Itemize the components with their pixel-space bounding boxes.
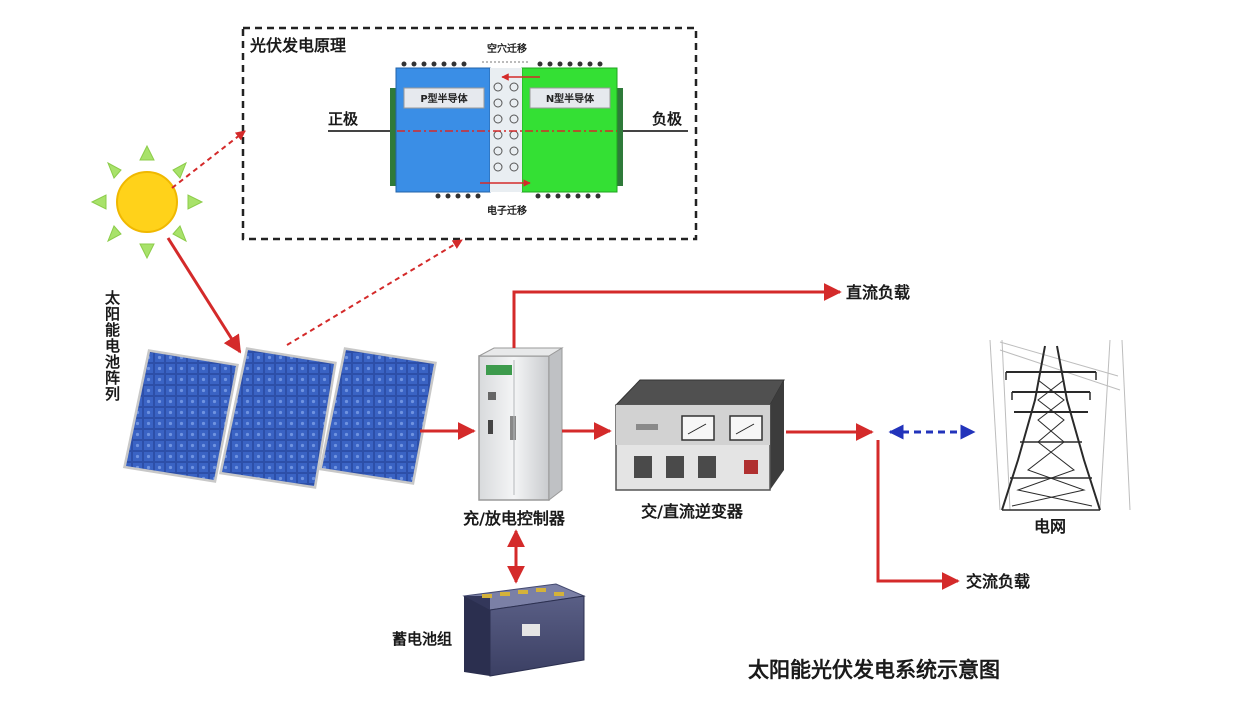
p-type-label: P型半导体 bbox=[420, 92, 468, 105]
positive-label: 正极 bbox=[328, 110, 359, 128]
panel-to-principle-arrow bbox=[286, 239, 463, 346]
to-ac-load-arrow bbox=[876, 440, 960, 590]
sun-to-principle-arrow bbox=[171, 130, 246, 189]
n-electrode bbox=[616, 88, 623, 186]
solar-panel-1 bbox=[123, 349, 239, 483]
diagram-caption: 太阳能光伏发电系统示意图 bbox=[748, 658, 1000, 682]
controller-to-dc-load-arrow bbox=[512, 283, 842, 348]
inverter-label: 交/直流逆变器 bbox=[641, 502, 744, 521]
grid-tower-icon bbox=[989, 339, 1131, 511]
p-type-semiconductor bbox=[395, 67, 491, 193]
sun-to-panels-arrow bbox=[166, 237, 242, 354]
charge-controller bbox=[478, 347, 564, 502]
negative-label: 负极 bbox=[652, 110, 683, 128]
charge-symbols bbox=[493, 82, 519, 172]
controller-label: 充/放电控制器 bbox=[463, 509, 566, 528]
n-type-label-box bbox=[529, 87, 611, 109]
depletion-region bbox=[490, 68, 522, 192]
electron-migration-label: 电子迁移 bbox=[487, 204, 527, 217]
p-electrode bbox=[390, 88, 397, 186]
solar-array-label: 太阳能电池阵列 bbox=[103, 289, 121, 402]
principle-title: 光伏发电原理 bbox=[249, 36, 346, 55]
n-type-label: N型半导体 bbox=[546, 92, 595, 105]
ac-load-label: 交流负载 bbox=[966, 572, 1030, 591]
sun-icon bbox=[90, 144, 204, 260]
p-type-label-box bbox=[403, 87, 485, 109]
battery-label: 蓄电池组 bbox=[392, 630, 452, 648]
hole-migration-label: 空穴迁移 bbox=[487, 42, 527, 55]
principle-box: 光伏发电原理 正极 负极 P型半导体 N型半导体 bbox=[241, 26, 698, 241]
carrier-dots bbox=[401, 61, 603, 199]
solar-panel-2 bbox=[219, 347, 337, 489]
solar-array bbox=[123, 347, 437, 489]
dc-load-label: 直流负载 bbox=[846, 283, 910, 302]
solar-panel-3 bbox=[319, 347, 437, 485]
n-type-semiconductor bbox=[521, 67, 618, 193]
grid-label: 电网 bbox=[1034, 517, 1066, 536]
inverter bbox=[614, 379, 785, 491]
battery-bank bbox=[462, 583, 586, 677]
